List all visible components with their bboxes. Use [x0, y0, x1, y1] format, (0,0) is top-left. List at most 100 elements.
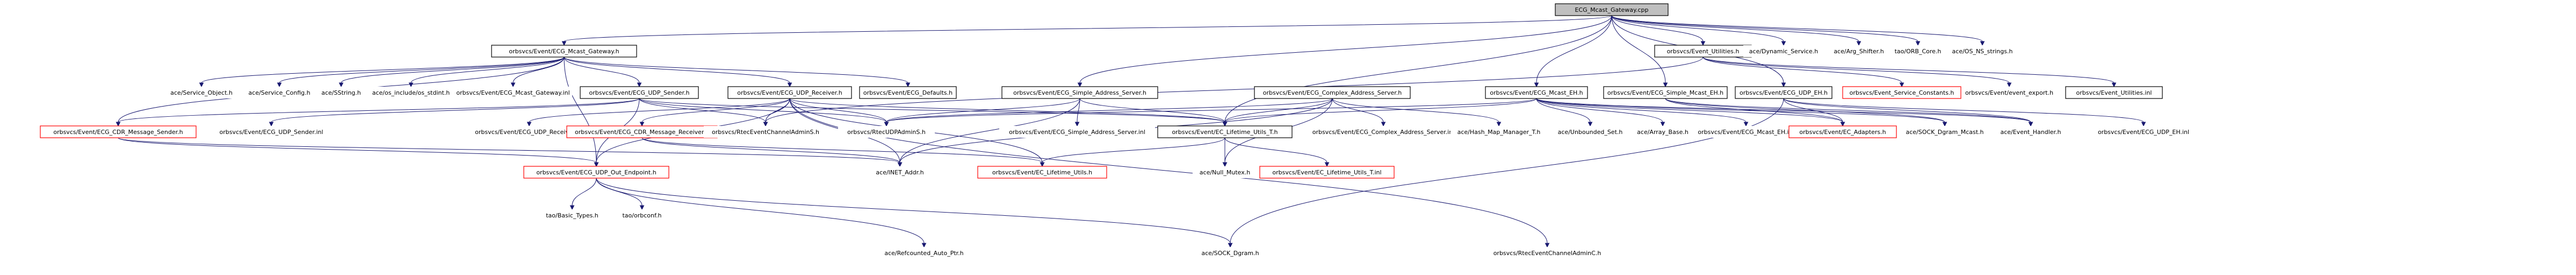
- edge-n2-n21: [1702, 57, 2012, 88]
- node-orbsvcs-event-ecg-udp-receiver-h[interactable]: orbsvcs/Event/ECG_UDP_Receiver.h: [727, 86, 852, 99]
- node-ace-service-object-h[interactable]: ace/Service_Object.h: [158, 87, 244, 98]
- node-ace-os-include-os-stdint-h[interactable]: ace/os_include/os_stdint.h: [368, 87, 454, 98]
- node-box: [1842, 86, 1961, 99]
- edge-n17-n33: [1536, 98, 1593, 127]
- node-tao-orbconf-h[interactable]: tao/orbconf.h: [615, 209, 669, 221]
- node-tao-basic-types-h[interactable]: tao/Basic_Types.h: [540, 209, 604, 221]
- node-label: tao/orbconf.h: [622, 212, 661, 219]
- node-ace-service-config-h[interactable]: ace/Service_Config.h: [244, 87, 314, 98]
- node-ace-os-ns-strings-h[interactable]: ace/OS_NS_strings.h: [1947, 45, 2017, 57]
- node-label: ace/INET_Addr.h: [876, 169, 923, 176]
- edge-n2-n22: [1702, 57, 2117, 88]
- node-tao-orb-core-h[interactable]: tao/ORB_Core.h: [1891, 45, 1945, 57]
- node-label: ace/Service_Object.h: [170, 89, 233, 96]
- edge-n12-n24: [269, 98, 640, 127]
- node-box: [1553, 126, 1628, 138]
- node-orbsvcs-event-ecg-udp-eh-inl[interactable]: orbsvcs/Event/ECG_UDP_EH.inl: [2092, 126, 2195, 138]
- edge-n0-n15: [1077, 15, 1612, 88]
- node-orbsvcs-event-ecg-udp-receiver-inl[interactable]: orbsvcs/Event/ECG_UDP_Receiver.inl: [473, 126, 586, 138]
- node-label: ace/os_include/os_stdint.h: [372, 89, 450, 96]
- node-label: orbsvcs/Event/event_export.h: [1965, 89, 2053, 96]
- node-orbsvcs-event-ecg-mcast-eh-h[interactable]: orbsvcs/Event/ECG_Mcast_EH.h: [1485, 86, 1588, 99]
- node-orbsvcs-event-ecg-mcast-gateway-inl[interactable]: orbsvcs/Event/ECG_Mcast_Gateway.inl: [454, 87, 572, 98]
- node-ace-array-base-h[interactable]: ace/Array_Base.h: [1633, 126, 1692, 138]
- edge-n23-n41: [118, 137, 903, 167]
- node-orbsvcs-rtecudpadmins-h[interactable]: orbsvcs/RtecUDPAdminS.h: [838, 126, 935, 138]
- node-orbsvcs-event-ecg-complex-address-server-inl[interactable]: orbsvcs/Event/ECG_Complex_Address_Server…: [1308, 126, 1459, 138]
- node-orbsvcs-event-event-export-h[interactable]: orbsvcs/Event/event_export.h: [1964, 87, 2055, 98]
- node-orbsvcs-event-ecg-simple-address-server-inl[interactable]: orbsvcs/Event/ECG_Simple_Address_Server.…: [999, 126, 1155, 138]
- node-ace-sock-dgram-h[interactable]: ace/SOCK_Dgram.h: [1193, 247, 1268, 259]
- node-label: orbsvcs/Event/EC_Lifetime_Utils_T.inl: [1272, 169, 1381, 176]
- node-orbsvcs-event-ecg-simple-mcast-eh-h[interactable]: orbsvcs/Event/ECG_Simple_Mcast_EH.h: [1603, 86, 1728, 99]
- node-orbsvcs-event-ecg-simple-address-server-h[interactable]: orbsvcs/Event/ECG_Simple_Address_Server.…: [1001, 86, 1158, 99]
- node-box: [215, 126, 328, 138]
- node-ace-sock-dgram-mcast-h[interactable]: ace/SOCK_Dgram_Mcast.h: [1899, 126, 1990, 138]
- node-box: [40, 125, 197, 138]
- node-label: orbsvcs/RtecEventChannelAdminC.h: [1493, 250, 1601, 257]
- node-orbsvcs-event-ecg-mcast-gateway-h[interactable]: orbsvcs/Event/ECG_Mcast_Gateway.h: [491, 45, 637, 58]
- node-box: [454, 87, 572, 98]
- node-ace-event-handler-h[interactable]: ace/Event_Handler.h: [1993, 126, 2068, 138]
- node-orbsvcs-event-ecg-defaults-h[interactable]: orbsvcs/Event/ECG_Defaults.h: [859, 86, 957, 99]
- node-box: [473, 126, 586, 138]
- node-orbsvcs-rteceventchanneladmins-h[interactable]: orbsvcs/RtecEventChannelAdminS.h: [704, 126, 827, 138]
- node-orbsvcs-event-ec-lifetime-utils-h[interactable]: orbsvcs/Event/EC_Lifetime_Utils.h: [977, 166, 1107, 179]
- node-label: orbsvcs/Event_Utilities.inl: [2076, 89, 2152, 96]
- edge-n30-n44: [1224, 137, 1330, 167]
- node-orbsvcs-event-ecg-cdr-message-receiver-h[interactable]: orbsvcs/Event/ECG_CDR_Message_Receiver.h: [566, 125, 718, 138]
- node-label: ace/OS_NS_strings.h: [1952, 48, 2013, 55]
- node-label: tao/ORB_Core.h: [1895, 48, 1942, 55]
- node-box: [2065, 86, 2163, 99]
- node-box: [868, 166, 932, 178]
- node-orbsvcs-event-ecg-udp-sender-inl[interactable]: orbsvcs/Event/ECG_UDP_Sender.inl: [215, 126, 328, 138]
- edge-n26-n41: [641, 137, 903, 167]
- node-label: ace/SOCK_Dgram.h: [1201, 250, 1259, 257]
- node-ace-null-mutex-h[interactable]: ace/Null_Mutex.h: [1193, 166, 1257, 178]
- node-orbsvcs-event-ecg-udp-eh-h[interactable]: orbsvcs/Event/ECG_UDP_EH.h: [1735, 86, 1832, 99]
- node-ace-unbounded-set-h[interactable]: ace/Unbounded_Set.h: [1553, 126, 1628, 138]
- node-box: [999, 126, 1155, 138]
- node-orbsvcs-event-ec-lifetime-utils-t-h[interactable]: orbsvcs/Event/EC_Lifetime_Utils_T.h: [1157, 125, 1293, 138]
- node-ace-inet-addr-h[interactable]: ace/INET_Addr.h: [868, 166, 932, 178]
- node-ace-refcounted-auto-ptr-h[interactable]: ace/Refcounted_Auto_Ptr.h: [873, 247, 975, 259]
- edge-n19-n38: [1783, 98, 2033, 127]
- node-label: orbsvcs/Event/EC_Lifetime_Utils_T.h: [1172, 129, 1278, 136]
- node-orbsvcs-event-service-constants-h[interactable]: orbsvcs/Event_Service_Constants.h: [1842, 86, 1961, 99]
- node-box: [615, 209, 669, 221]
- node-orbsvcs-event-utilities-h[interactable]: orbsvcs/Event_Utilities.h: [1654, 45, 1752, 58]
- node-orbsvcs-event-ecg-complex-address-server-h[interactable]: orbsvcs/Event/ECG_Complex_Address_Server…: [1254, 86, 1411, 99]
- edge-n13-n30: [789, 98, 1228, 127]
- node-orbsvcs-rteceventchanneladminc-h[interactable]: orbsvcs/RtecEventChannelAdminC.h: [1485, 247, 1609, 259]
- edge-n2-n20: [1702, 57, 1904, 88]
- node-orbsvcs-event-ec-lifetime-utils-t-inl[interactable]: orbsvcs/Event/EC_Lifetime_Utils_T.inl: [1259, 166, 1395, 179]
- node-ace-arg-shifter-h[interactable]: ace/Arg_Shifter.h: [1829, 45, 1888, 57]
- node-orbsvcs-event-ecg-mcast-eh-inl[interactable]: orbsvcs/Event/ECG_Mcast_EH.inl: [1695, 126, 1797, 138]
- edge-n12-n30: [639, 98, 1228, 127]
- node-orbsvcs-event-utilities-inl[interactable]: orbsvcs/Event_Utilities.inl: [2065, 86, 2163, 99]
- node-ace-hash-map-manager-t-h[interactable]: ace/Hash_Map_Manager_T.h: [1451, 126, 1547, 138]
- node-orbsvcs-event-ec-adapters-h[interactable]: orbsvcs/Event/EC_Adapters.h: [1788, 125, 1897, 138]
- node-label: orbsvcs/Event_Service_Constants.h: [1850, 89, 1954, 96]
- node-box: [1964, 87, 2055, 98]
- node-box: [1451, 126, 1547, 138]
- node-ace-dynamic-service-h[interactable]: ace/Dynamic_Service.h: [1743, 45, 1824, 57]
- edge-n1-n13: [564, 57, 792, 88]
- node-box: [859, 86, 957, 99]
- node-orbsvcs-event-ecg-cdr-message-sender-h[interactable]: orbsvcs/Event/ECG_CDR_Message_Sender.h: [40, 125, 197, 138]
- edge-n40-n48: [596, 178, 1233, 248]
- node-ecg-mcast-gateway-cpp[interactable]: ECG_Mcast_Gateway.cpp: [1555, 3, 1669, 16]
- node-label: ace/Dynamic_Service.h: [1749, 48, 1818, 55]
- node-label: ace/Null_Mutex.h: [1200, 169, 1250, 176]
- node-orbsvcs-event-ecg-udp-out-endpoint-h[interactable]: orbsvcs/Event/ECG_UDP_Out_Endpoint.h: [523, 166, 669, 179]
- edge-n1-n9: [338, 57, 565, 88]
- node-label: ace/Array_Base.h: [1637, 129, 1689, 136]
- edge-n18-n36: [1665, 98, 1845, 127]
- edge-n1-n7: [199, 57, 565, 88]
- node-label: orbsvcs/Event/ECG_Mcast_Gateway.h: [509, 48, 619, 55]
- node-orbsvcs-event-ecg-udp-sender-h[interactable]: orbsvcs/Event/ECG_UDP_Sender.h: [580, 86, 699, 99]
- node-label: ace/Refcounted_Auto_Ptr.h: [884, 250, 963, 257]
- node-box: [1603, 86, 1728, 99]
- node-ace-sstring-h[interactable]: ace/SString.h: [314, 87, 368, 98]
